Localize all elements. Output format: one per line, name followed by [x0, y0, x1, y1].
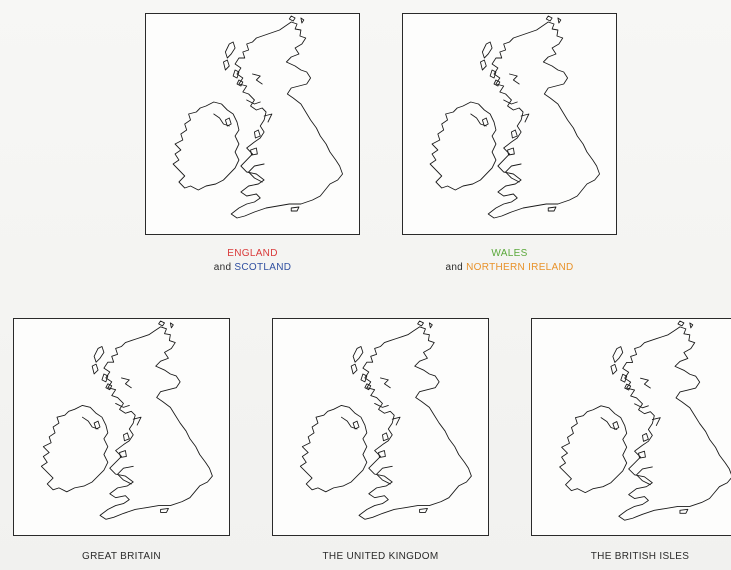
caption-northern-ireland: NORTHERN IRELAND: [466, 262, 574, 273]
british-isles-outline-map: [299, 320, 472, 520]
caption-and: and: [445, 262, 467, 273]
caption-and: and: [213, 262, 235, 273]
caption-scotland: SCOTLAND: [234, 262, 292, 273]
caption-wales-northern-ireland: WALES and NORTHERN IRELAND: [402, 247, 617, 275]
british-isles-outline-map: [429, 15, 600, 219]
map-wales-northern-ireland: [402, 13, 617, 235]
caption-united-kingdom: THE UNITED KINGDOM: [272, 550, 489, 564]
british-isles-outline-map: [559, 320, 731, 521]
caption-great-britain-text: GREAT BRITAIN: [82, 551, 161, 562]
caption-british-isles: THE BRITISH ISLES: [531, 550, 731, 564]
caption-united-kingdom-text: THE UNITED KINGDOM: [322, 551, 439, 562]
caption-england-scotland: ENGLAND and SCOTLAND: [145, 247, 360, 275]
caption-british-isles-text: THE BRITISH ISLES: [590, 551, 690, 562]
map-great-britain: [13, 318, 230, 536]
caption-great-britain: GREAT BRITAIN: [13, 550, 230, 564]
british-isles-outline-map: [172, 15, 343, 219]
map-united-kingdom: [272, 318, 489, 536]
caption-england: ENGLAND: [227, 248, 278, 259]
map-england-scotland: [145, 13, 360, 235]
british-isles-outline-map: [40, 320, 213, 520]
caption-wales: WALES: [491, 248, 528, 259]
map-british-isles: [531, 318, 731, 536]
